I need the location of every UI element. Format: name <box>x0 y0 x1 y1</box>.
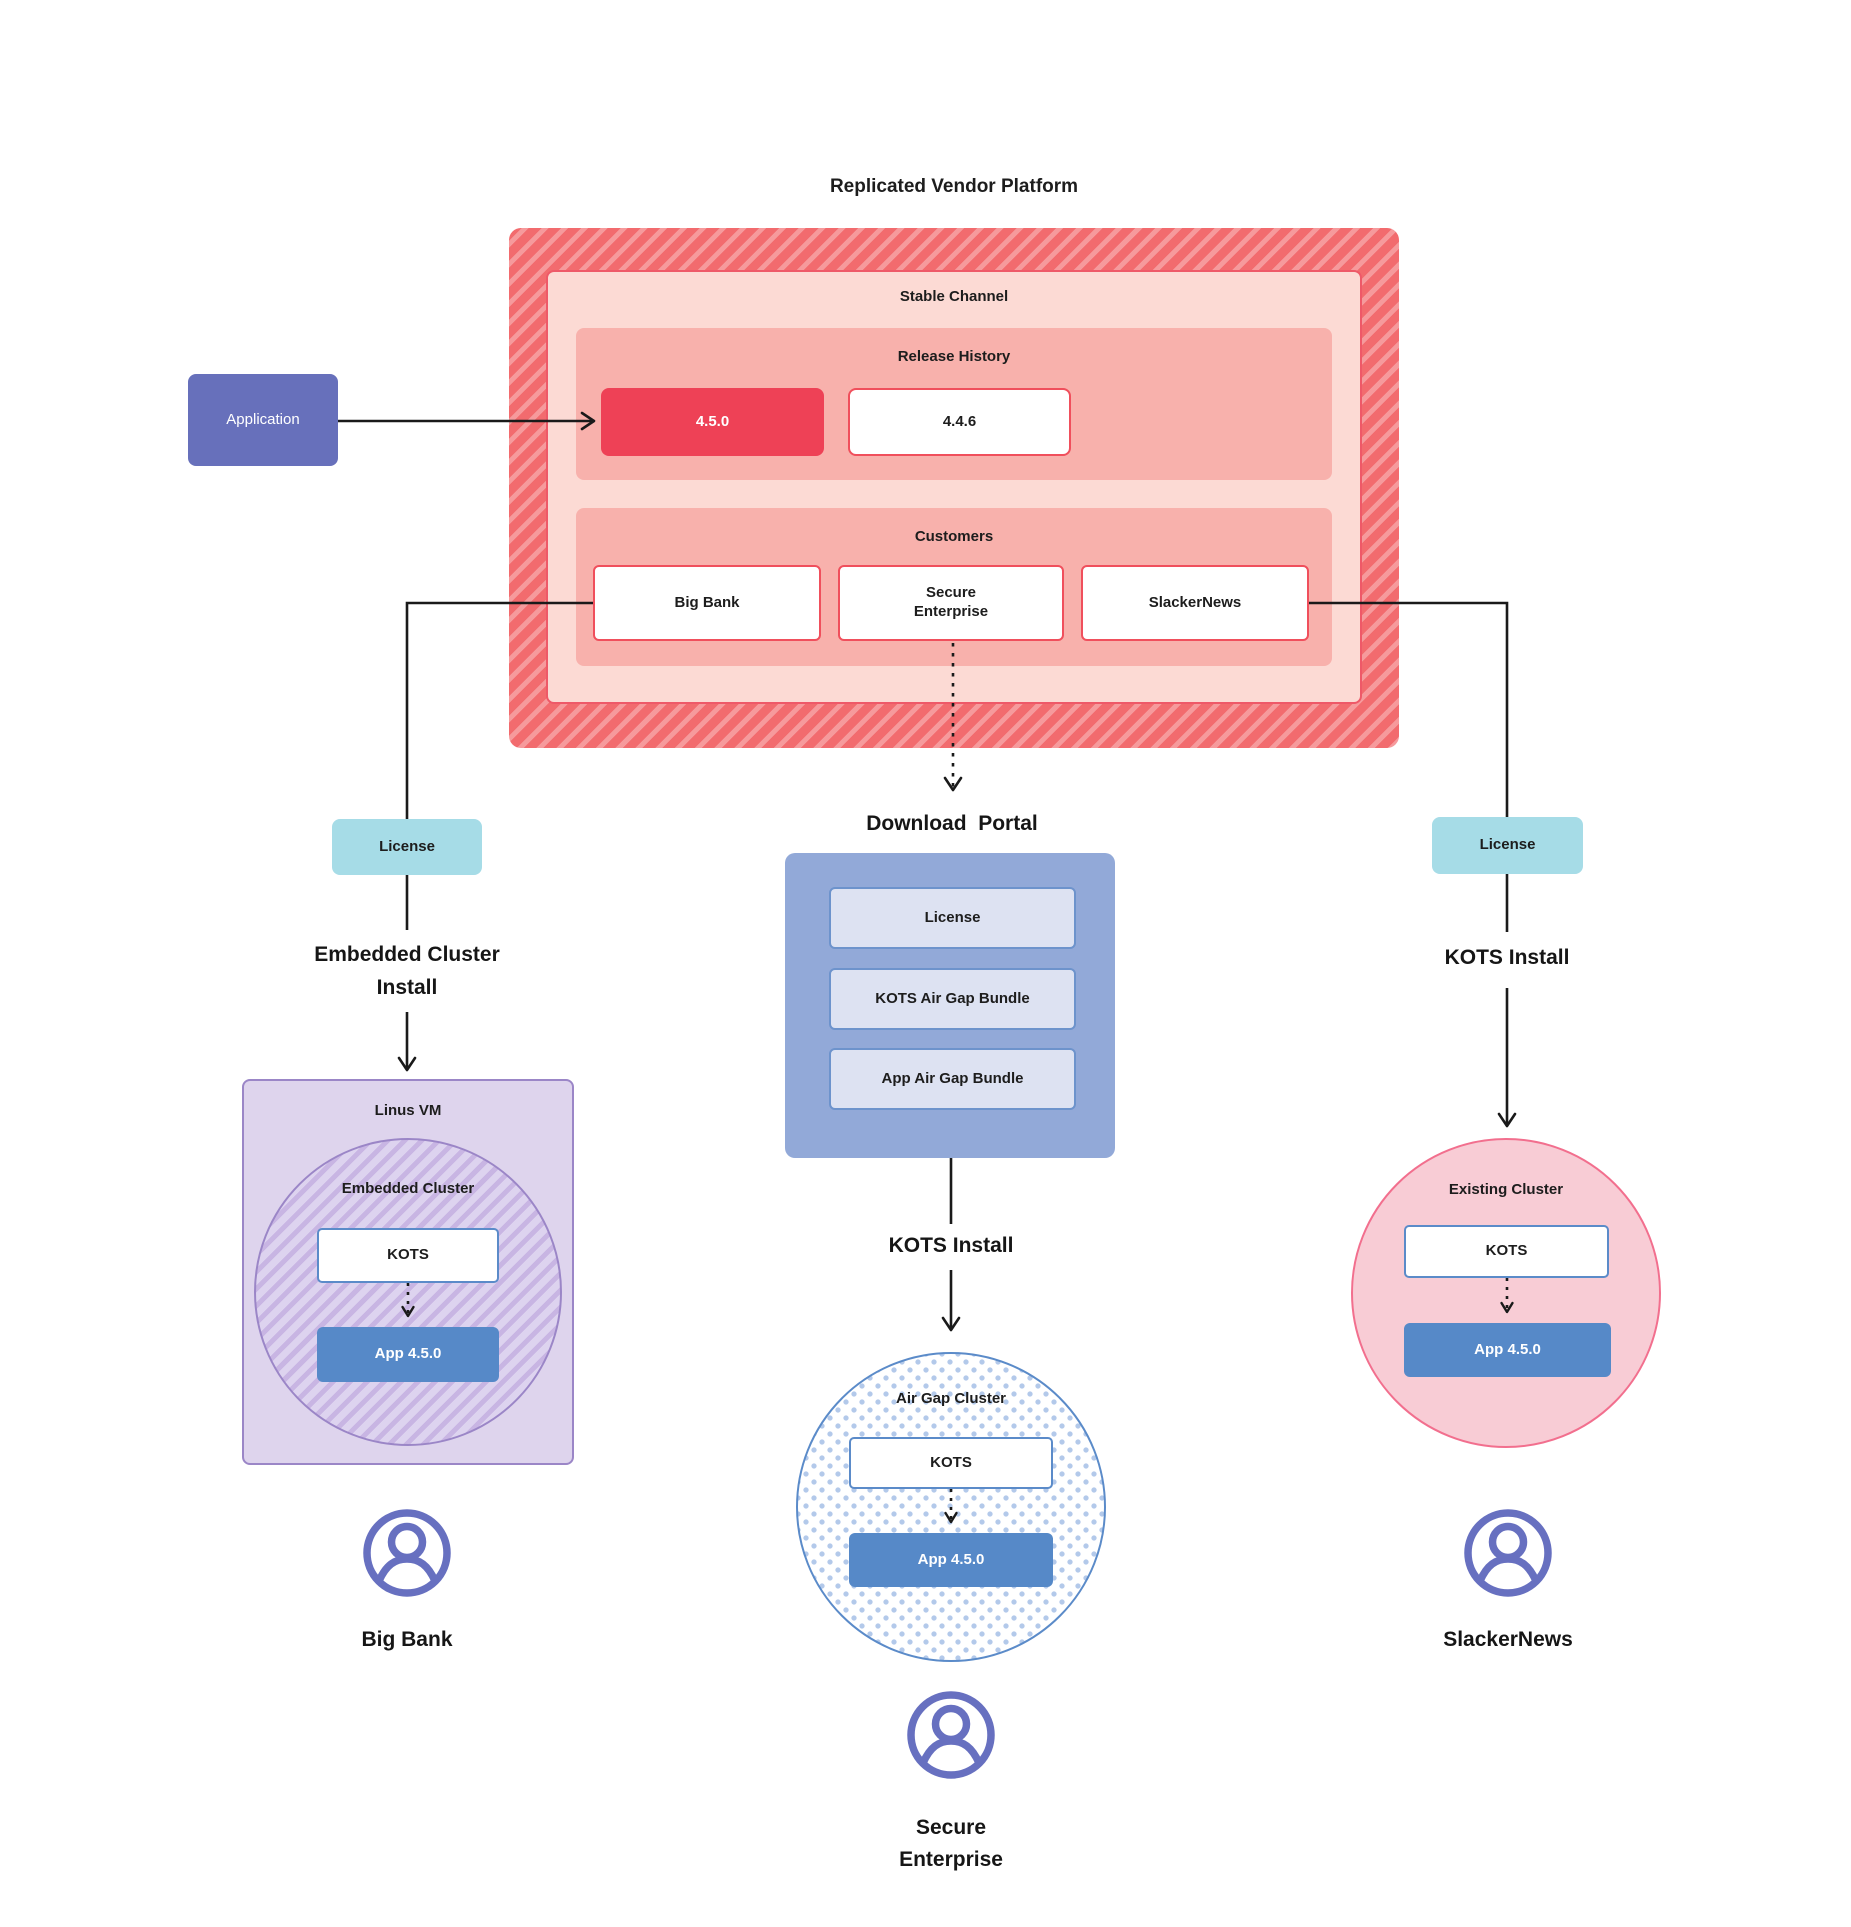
secure-enterprise-user-icon <box>903 1687 999 1783</box>
linus-vm-title: Linus VM <box>374 1102 442 1119</box>
portal-app-bundle-node: App Air Gap Bundle <box>829 1048 1076 1110</box>
customer-big-bank-node: Big Bank <box>593 565 821 641</box>
big-bank-user-label: Big Bank <box>361 1628 453 1651</box>
slackernews-user-icon <box>1460 1505 1556 1601</box>
kots-node-right: KOTS <box>1404 1225 1609 1278</box>
app-node-middle: App 4.5.0 <box>849 1533 1053 1587</box>
release-446-node: 4.4.6 <box>848 388 1071 456</box>
kots-install-label-middle: KOTS Install <box>888 1234 1014 1257</box>
kots-node-middle: KOTS <box>849 1437 1053 1489</box>
secure-enterprise-user-label: Secure Enterprise <box>899 1816 1003 1871</box>
download-portal-title: Download Portal <box>866 812 1038 835</box>
kots-install-label-right: KOTS Install <box>1444 946 1570 969</box>
customers-title: Customers <box>914 528 994 545</box>
stable-channel-title: Stable Channel <box>899 288 1009 305</box>
air-gap-cluster-title: Air Gap Cluster <box>895 1390 1007 1407</box>
license-node-right: License <box>1432 817 1583 874</box>
slackernews-user-label: SlackerNews <box>1443 1628 1573 1651</box>
app-node-right: App 4.5.0 <box>1404 1323 1611 1377</box>
application-node: Application <box>188 374 338 466</box>
portal-license-node: License <box>829 887 1076 949</box>
portal-kots-bundle-node: KOTS Air Gap Bundle <box>829 968 1076 1030</box>
kots-node-left: KOTS <box>317 1228 499 1283</box>
license-node-left: License <box>332 819 482 875</box>
air-gap-cluster-circle <box>796 1352 1106 1662</box>
diagram-title: Replicated Vendor Platform <box>829 176 1079 197</box>
release-history-title: Release History <box>897 348 1011 365</box>
release-450-node: 4.5.0 <box>601 388 824 456</box>
embedded-cluster-title: Embedded Cluster <box>341 1180 475 1197</box>
customer-secure-enterprise-node: Secure Enterprise <box>838 565 1064 641</box>
app-node-left: App 4.5.0 <box>317 1327 499 1382</box>
customer-slackernews-node: SlackerNews <box>1081 565 1309 641</box>
existing-cluster-title: Existing Cluster <box>1448 1181 1564 1198</box>
embedded-cluster-install-label: Embedded Cluster Install <box>314 943 500 999</box>
big-bank-user-icon <box>359 1505 455 1601</box>
